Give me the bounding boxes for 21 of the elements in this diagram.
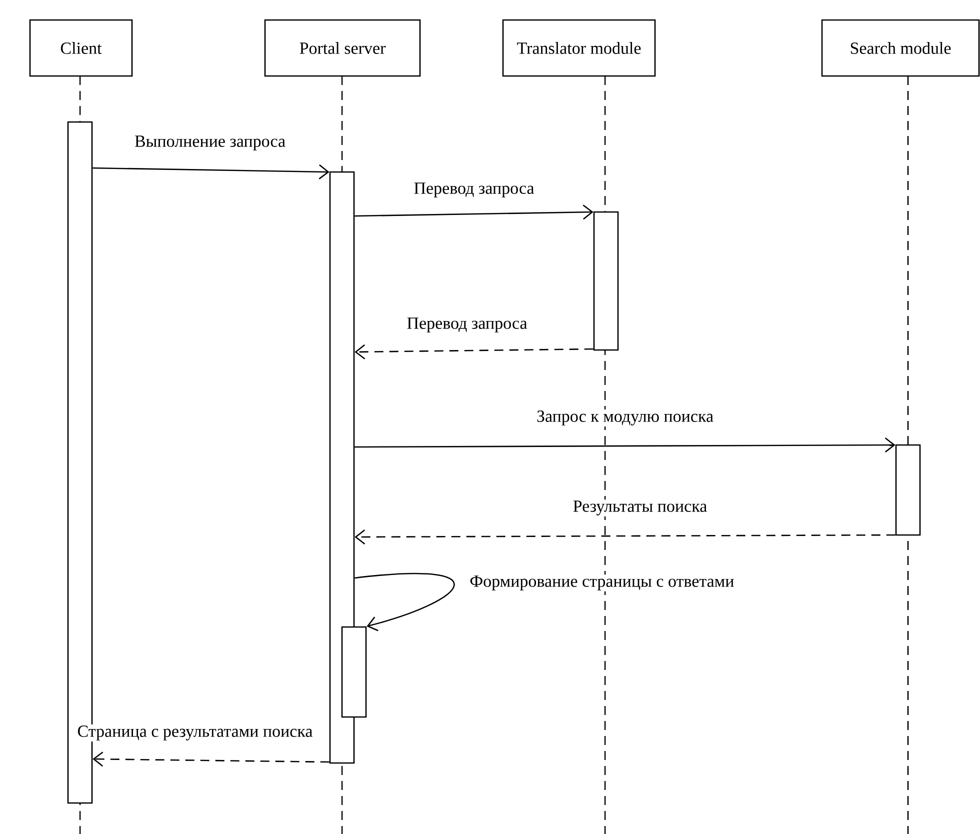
activation-bar	[593, 211, 619, 351]
activation-bar	[895, 444, 921, 536]
participant-box: Translator module	[502, 19, 656, 77]
participant-box: Search module	[821, 19, 980, 77]
arrow	[92, 164, 330, 180]
arrow	[92, 752, 330, 767]
participant-box: Client	[29, 19, 133, 77]
edge-label: Страница с результатами поиска	[76, 724, 314, 742]
arrow	[354, 438, 896, 453]
edge-label: Запрос к модулю поиска	[535, 410, 715, 426]
participant-box: Portal server	[264, 19, 421, 77]
arrow	[354, 344, 594, 360]
edge-label: Результаты поиска	[572, 500, 708, 516]
arrow	[354, 204, 594, 220]
arrow	[354, 572, 455, 632]
arrow	[354, 529, 896, 544]
edge-label: Формирование страницы с ответами	[468, 574, 736, 592]
edge-label: Перевод запроса	[406, 316, 528, 334]
activation-bar	[341, 626, 367, 718]
edge-label: Выполнение запроса	[133, 134, 287, 152]
edge-label: Перевод запроса	[412, 182, 536, 198]
